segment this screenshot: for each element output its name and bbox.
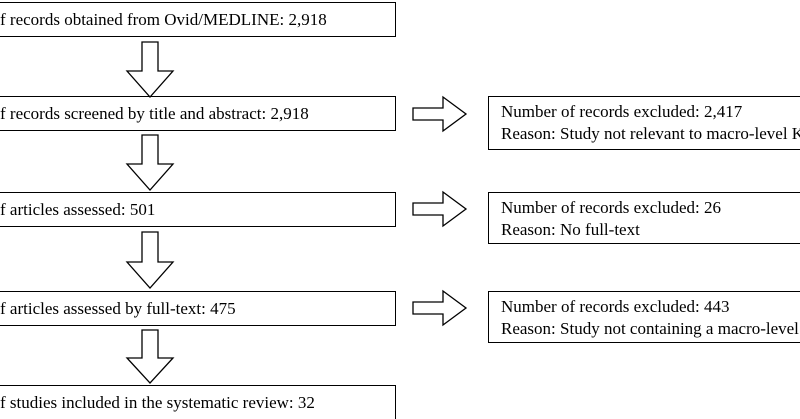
records-obtained-label: f records obtained from Ovid/MEDLINE: 2,… bbox=[0, 9, 327, 29]
studies-included-box: f studies included in the systematic rev… bbox=[0, 385, 396, 419]
exclusion-reason-screening: Reason: Study not relevant to macro-leve… bbox=[501, 124, 800, 143]
articles-assessed-label: f articles assessed: 501 bbox=[0, 199, 156, 219]
exclusion-count-assessment: Number of records excluded: 26 bbox=[501, 198, 721, 217]
full-text-assessed-label: f articles assessed by full-text: 475 bbox=[0, 298, 236, 318]
exclusion-count-full-text: Number of records excluded: 443 bbox=[501, 297, 730, 316]
exclusion-box-full-text: Number of records excluded: 443 Reason: … bbox=[488, 291, 800, 343]
hollow-down-arrow-icon bbox=[125, 231, 175, 289]
hollow-right-arrow-icon bbox=[412, 289, 468, 327]
exclusion-reason-assessment: Reason: No full-text bbox=[501, 220, 640, 239]
exclusion-reason-full-text: Reason: Study not containing a macro-lev… bbox=[501, 319, 799, 338]
articles-assessed-box: f articles assessed: 501 bbox=[0, 192, 396, 227]
hollow-down-arrow-icon bbox=[125, 134, 175, 191]
hollow-down-arrow-icon bbox=[125, 41, 175, 98]
exclusion-box-assessment: Number of records excluded: 26 Reason: N… bbox=[488, 192, 800, 244]
hollow-down-arrow-icon bbox=[125, 329, 175, 384]
records-screened-box: f records screened by title and abstract… bbox=[0, 96, 396, 131]
full-text-assessed-box: f articles assessed by full-text: 475 bbox=[0, 291, 396, 326]
records-screened-label: f records screened by title and abstract… bbox=[0, 103, 309, 123]
exclusion-count-screening: Number of records excluded: 2,417 bbox=[501, 102, 743, 121]
hollow-right-arrow-icon bbox=[412, 190, 468, 228]
exclusion-box-screening: Number of records excluded: 2,417 Reason… bbox=[488, 96, 800, 150]
studies-included-label: f studies included in the systematic rev… bbox=[0, 392, 315, 412]
hollow-right-arrow-icon bbox=[412, 95, 468, 133]
records-obtained-box: f records obtained from Ovid/MEDLINE: 2,… bbox=[0, 2, 396, 37]
